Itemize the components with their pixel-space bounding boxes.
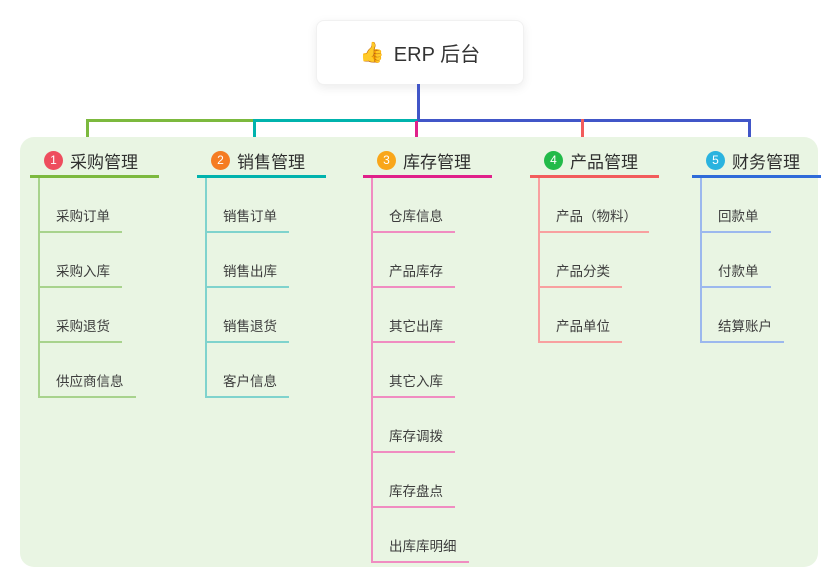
mindmap-node[interactable]: 销售退货 xyxy=(205,288,289,343)
branch-header-product[interactable]: 4 产品管理 xyxy=(530,145,659,178)
badge-3: 3 xyxy=(377,150,396,170)
mindmap-node[interactable]: 销售订单 xyxy=(205,178,289,233)
connector-horizontal-blue xyxy=(417,119,751,122)
branch-header-inventory[interactable]: 3 库存管理 xyxy=(363,145,492,178)
mindmap-node[interactable]: 采购退货 xyxy=(38,288,122,343)
mindmap-node[interactable]: 产品单位 xyxy=(538,288,622,343)
mindmap-node[interactable]: 采购订单 xyxy=(38,178,122,233)
branch-header-finance[interactable]: 5 财务管理 xyxy=(692,145,821,178)
branch-label: 财务管理 xyxy=(732,152,800,172)
mindmap-node[interactable]: 产品分类 xyxy=(538,233,622,288)
branch-items: 产品（物料） 产品分类 产品单位 xyxy=(538,178,649,343)
branch-header-purchase[interactable]: 1 采购管理 xyxy=(30,145,159,178)
thumbs-up-icon: 👍 xyxy=(359,41,385,64)
connector-drop-purchase xyxy=(86,119,89,146)
branch-vline xyxy=(205,178,207,398)
connector-drop-inventory xyxy=(415,121,418,147)
mindmap-node[interactable]: 采购入库 xyxy=(38,233,122,288)
mindmap-node[interactable]: 其它入库 xyxy=(371,343,455,398)
mindmap-node[interactable]: 产品（物料） xyxy=(538,178,649,233)
mindmap-node[interactable]: 客户信息 xyxy=(205,343,289,398)
connector-drop-sales xyxy=(253,119,256,146)
branch-vline xyxy=(700,178,702,343)
badge-1: 1 xyxy=(44,150,63,170)
branch-items: 回款单 付款单 结算账户 xyxy=(700,178,784,343)
connector-root-vertical xyxy=(417,84,420,121)
branch-vline xyxy=(371,178,373,563)
branch-label: 库存管理 xyxy=(403,152,471,172)
badge-2: 2 xyxy=(211,150,230,170)
branches-panel: 1 采购管理 采购订单 采购入库 采购退货 供应商信息 2 销售管理 销售订单 … xyxy=(20,137,821,567)
connector-drop-product xyxy=(581,119,584,147)
branch-items: 销售订单 销售出库 销售退货 客户信息 xyxy=(205,178,289,398)
branch-label: 产品管理 xyxy=(570,152,638,172)
branch-items: 采购订单 采购入库 采购退货 供应商信息 xyxy=(38,178,136,398)
mindmap-node[interactable]: 库存盘点 xyxy=(371,453,455,508)
branch-label: 采购管理 xyxy=(70,152,138,172)
branch-header-sales[interactable]: 2 销售管理 xyxy=(197,145,326,178)
mindmap-node[interactable]: 结算账户 xyxy=(700,288,784,343)
badge-4: 4 xyxy=(544,150,563,170)
mindmap-node[interactable]: 销售出库 xyxy=(205,233,289,288)
mindmap-node[interactable]: 其它出库 xyxy=(371,288,455,343)
branch-items: 仓库信息 产品库存 其它出库 其它入库 库存调拨 库存盘点 出库库明细 xyxy=(371,178,469,563)
root-node[interactable]: 👍 ERP 后台 xyxy=(316,20,524,85)
mindmap-node[interactable]: 出库库明细 xyxy=(371,508,469,563)
branch-vline xyxy=(538,178,540,343)
mindmap-node[interactable]: 仓库信息 xyxy=(371,178,455,233)
badge-5: 5 xyxy=(706,150,725,170)
mindmap-node[interactable]: 付款单 xyxy=(700,233,771,288)
mindmap-node[interactable]: 回款单 xyxy=(700,178,771,233)
connector-horizontal-green xyxy=(86,119,256,122)
mindmap-node[interactable]: 库存调拨 xyxy=(371,398,455,453)
branch-vline xyxy=(38,178,40,398)
mindmap-node[interactable]: 产品库存 xyxy=(371,233,455,288)
mindmap-node[interactable]: 供应商信息 xyxy=(38,343,136,398)
connector-horizontal-teal xyxy=(253,119,417,122)
root-title: ERP 后台 xyxy=(393,44,481,66)
connector-drop-finance xyxy=(748,119,751,147)
branch-label: 销售管理 xyxy=(237,152,305,172)
